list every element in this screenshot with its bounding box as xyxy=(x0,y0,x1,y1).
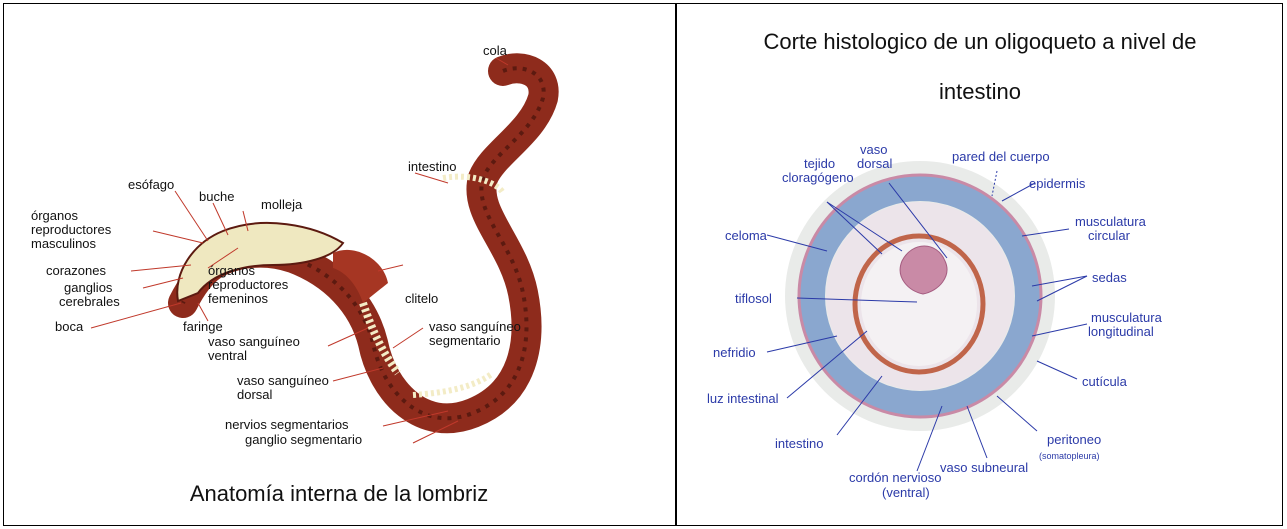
label-nervios: nervios segmentarios xyxy=(225,417,349,432)
hlabel-tejido-1: tejido xyxy=(804,156,835,171)
hlabel-tejido-2: cloragógeno xyxy=(782,170,854,185)
label-faringe: faringe xyxy=(183,319,223,334)
hlabel-cordon-1: cordón nervioso xyxy=(849,470,942,485)
label-boca: boca xyxy=(55,319,84,334)
label-esofago: esófago xyxy=(128,177,174,192)
label-organos-fem-3: femeninos xyxy=(208,291,268,306)
hlabel-somatopleura: (somatopleura) xyxy=(1039,451,1100,461)
hlabel-tiflosol: tiflosol xyxy=(735,291,772,306)
hlabel-vaso-subneural: vaso subneural xyxy=(940,460,1028,475)
label-corazones: corazones xyxy=(46,263,106,278)
label-intestino: intestino xyxy=(408,159,456,174)
label-organos-masc-2: reproductores xyxy=(31,222,112,237)
hlabel-vaso-dorsal-1: vaso xyxy=(860,142,887,157)
label-vaso-seg-2: segmentario xyxy=(429,333,501,348)
hlabel-peritoneo: peritoneo xyxy=(1047,432,1101,447)
hlabel-musc-circ-1: musculatura xyxy=(1075,214,1147,229)
hlabel-luz: luz intestinal xyxy=(707,391,779,406)
histology-title-line2: intestino xyxy=(677,67,1283,117)
worm-anatomy-diagram: cola intestino esófago buche molleja órg… xyxy=(3,3,675,473)
label-vaso-ventral-1: vaso sanguíneo xyxy=(208,334,300,349)
histology-title: Corte histologico de un oligoqueto a niv… xyxy=(677,17,1283,117)
label-molleja: molleja xyxy=(261,197,303,212)
label-cola: cola xyxy=(483,43,508,58)
histology-title-line1: Corte histologico de un oligoqueto a niv… xyxy=(677,17,1283,67)
hlabel-cuticula: cutícula xyxy=(1082,374,1128,389)
label-organos-masc-3: masculinos xyxy=(31,236,97,251)
label-clitelo: clitelo xyxy=(405,291,438,306)
hlabel-epidermis: epidermis xyxy=(1029,176,1086,191)
hlabel-intestino: intestino xyxy=(775,436,823,451)
label-organos-fem-1: órganos xyxy=(208,263,255,278)
caption-worm-anatomy: Anatomía interna de la lombriz xyxy=(3,481,675,507)
hlabel-musc-long-1: musculatura xyxy=(1091,310,1163,325)
hlabel-sedas: sedas xyxy=(1092,270,1127,285)
label-ganglios-2: cerebrales xyxy=(59,294,120,309)
label-vaso-ventral-2: ventral xyxy=(208,348,247,363)
lower-segments xyxy=(413,373,493,395)
label-vaso-dorsal-1: vaso sanguíneo xyxy=(237,373,329,388)
label-vaso-seg-1: vaso sanguíneo xyxy=(429,319,521,334)
hlabel-cordon-2: (ventral) xyxy=(882,485,930,500)
hlabel-nefridio: nefridio xyxy=(713,345,756,360)
histology-diagram: vaso dorsal pared del cuerpo tejido clor… xyxy=(677,126,1283,526)
label-organos-fem-2: reproductores xyxy=(208,277,289,292)
label-organos-masc-1: órganos xyxy=(31,208,78,223)
label-ganglios-1: ganglios xyxy=(64,280,113,295)
label-buche: buche xyxy=(199,189,234,204)
hlabel-vaso-dorsal-2: dorsal xyxy=(857,156,893,171)
hlabel-celoma: celoma xyxy=(725,228,768,243)
panel-histology: Corte histologico de un oligoqueto a niv… xyxy=(677,3,1283,526)
hlabel-pared: pared del cuerpo xyxy=(952,149,1050,164)
hlabel-musc-long-2: longitudinal xyxy=(1088,324,1154,339)
panel-worm-anatomy: cola intestino esófago buche molleja órg… xyxy=(3,3,675,526)
label-ganglio-seg: ganglio segmentario xyxy=(245,432,362,447)
label-vaso-dorsal-2: dorsal xyxy=(237,387,273,402)
hlabel-musc-circ-2: circular xyxy=(1088,228,1131,243)
